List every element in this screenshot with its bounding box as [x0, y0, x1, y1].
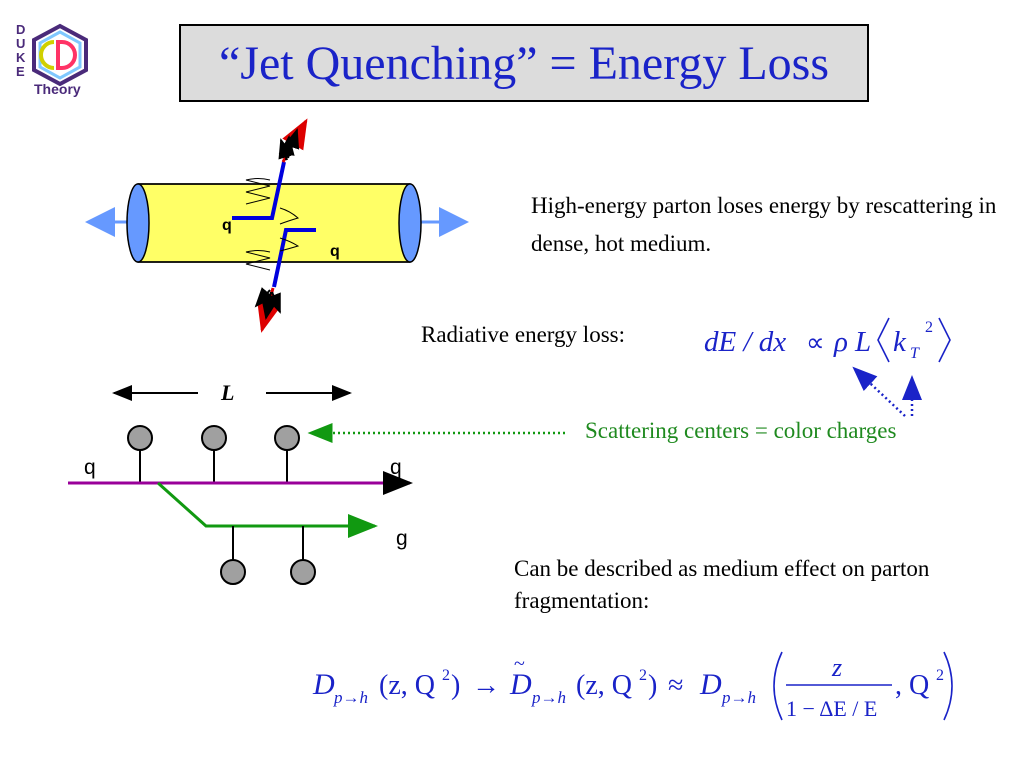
title-box: “Jet Quenching” = Energy Loss	[179, 24, 869, 102]
pointer-to-rho	[852, 366, 906, 417]
scattering-center	[201, 425, 227, 451]
ff-sub3: p→h	[721, 688, 756, 707]
right-endcap	[398, 183, 422, 263]
formula-L: L	[854, 326, 871, 358]
ff-sub2: p→h	[531, 688, 566, 707]
ff-tail: , Q	[895, 670, 929, 701]
cylinder-body	[137, 183, 411, 263]
ff-close1: )	[451, 670, 460, 701]
ff-sub1: p→h	[333, 688, 368, 707]
ff-right-paren	[943, 651, 953, 721]
logo-letter-k: K	[16, 50, 26, 65]
gluon-line	[156, 481, 378, 538]
scattering-center	[274, 425, 300, 451]
ff-close2: )	[648, 670, 657, 701]
ff-left-paren	[773, 651, 783, 721]
ff-tilde: ~	[514, 653, 525, 675]
ff-D2: D	[509, 668, 532, 701]
ff-den: 1 − ΔE / E	[786, 696, 877, 721]
page-title: “Jet Quenching” = Energy Loss	[218, 36, 830, 90]
formula-rho: ρ	[833, 326, 848, 358]
hexagon-cd-icon	[32, 23, 88, 87]
left-endcap	[126, 183, 150, 263]
ff-sq1: 2	[442, 667, 450, 684]
scattering-centers-label: Scattering centers = color charges	[585, 418, 897, 443]
scattering-center	[290, 559, 316, 585]
formula-k: k	[893, 326, 907, 358]
ff-num: z	[831, 653, 842, 682]
logo-text: Theory	[34, 81, 81, 97]
ff-sq3: 2	[936, 667, 944, 684]
logo-letters: D U K E	[16, 22, 26, 79]
formula-exp: 2	[925, 319, 933, 336]
ff-D1: D	[312, 668, 335, 701]
fragmentation-text: Can be described as medium effect on par…	[514, 556, 930, 613]
description-text: High-energy parton loses energy by resca…	[531, 193, 997, 256]
cylinder-label-q-right: q	[330, 243, 340, 260]
scattering-diagram: q q g	[68, 423, 565, 585]
radiative-label: Radiative energy loss:	[421, 322, 625, 347]
cylinder-label-q-left: q	[222, 217, 232, 234]
length-indicator: L	[112, 380, 352, 405]
scattering-center	[220, 559, 246, 585]
formula-proportional: ∝	[806, 328, 825, 357]
ff-args1: (z, Q	[379, 670, 435, 701]
ff-args2: (z, Q	[576, 670, 632, 701]
line-label-q-out: q	[390, 456, 402, 479]
ff-sq2: 2	[639, 667, 647, 684]
parton-tracks: q q	[222, 118, 340, 333]
ff-arrow: →	[472, 670, 500, 701]
formula-lhs: dE / dx	[704, 326, 786, 358]
line-label-gluon: g	[396, 527, 408, 550]
medium-cylinder	[85, 183, 469, 263]
formula-T: T	[910, 345, 920, 362]
line-label-q-in: q	[84, 456, 96, 479]
logo-letter-d: D	[16, 22, 25, 37]
logo-letter-e: E	[16, 64, 25, 79]
fragmentation-formula: D p→h (z, Q 2 ) → D ~ p→h (z, Q 2 ) ≈ D …	[312, 651, 953, 721]
logo-letter-u: U	[16, 36, 25, 51]
scattering-center	[127, 425, 153, 451]
right-angle-bracket	[938, 317, 951, 363]
ff-D3: D	[699, 668, 722, 701]
radiative-formula: dE / dx ∝ ρ L k T 2	[704, 317, 951, 417]
length-label: L	[220, 380, 234, 405]
ff-approx: ≈	[668, 670, 683, 701]
left-angle-bracket	[877, 317, 890, 363]
duke-theory-logo: D U K E Theory	[16, 22, 88, 97]
